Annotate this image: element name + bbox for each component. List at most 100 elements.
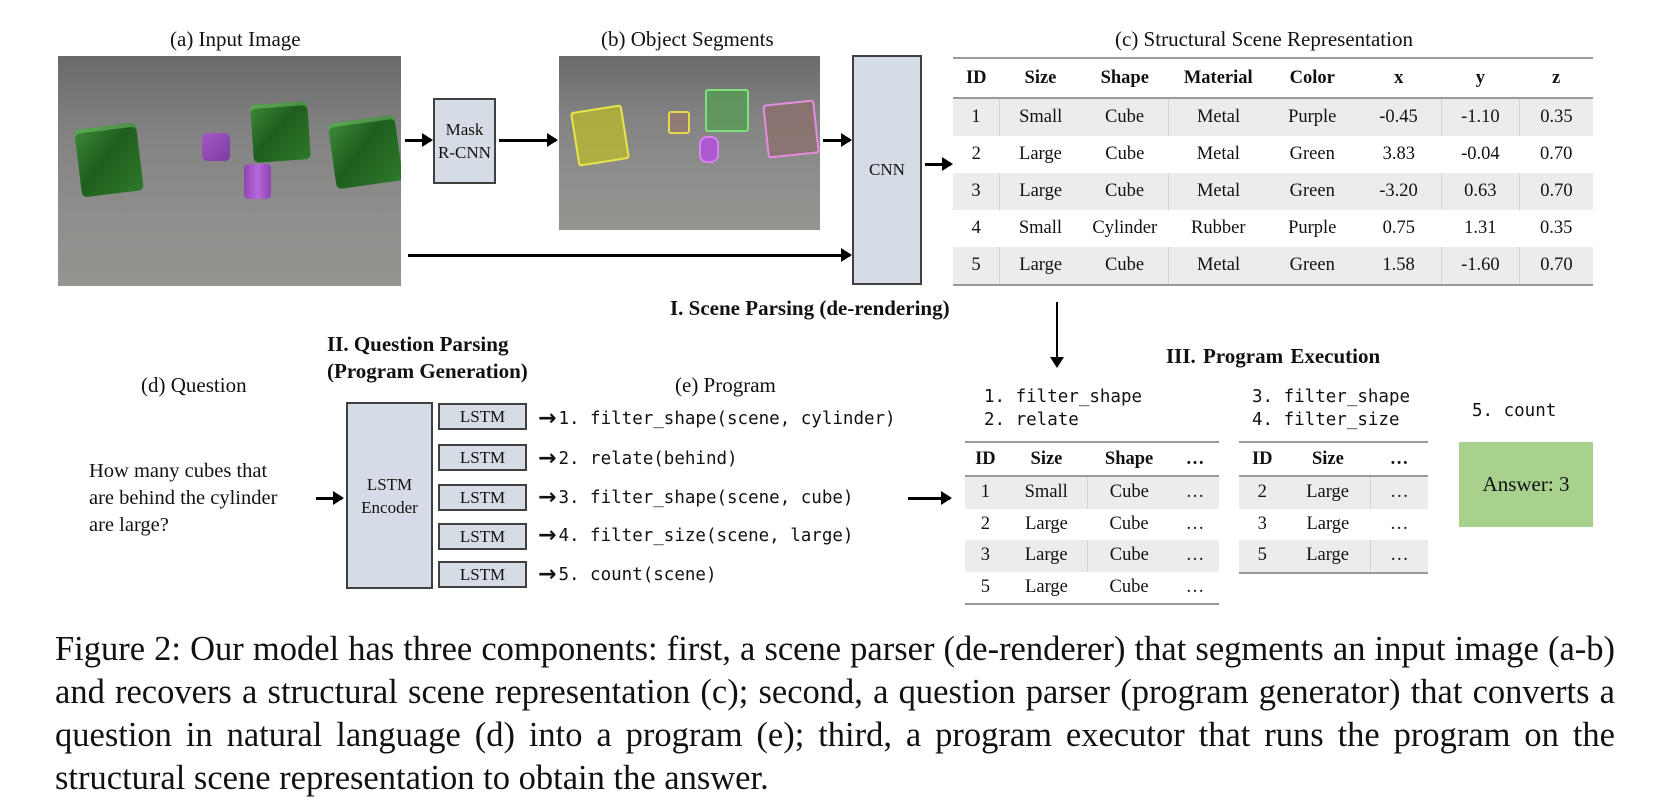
header-size: Size: [1024, 67, 1057, 88]
panel-label-scene-representation: (c) Structural Scene Representation: [1115, 27, 1413, 51]
program-step-5: →5. count(scene): [538, 562, 716, 587]
answer-box: Answer: 3: [1459, 442, 1593, 527]
header-id: ID: [975, 448, 996, 469]
table-cell: -1.60: [1440, 247, 1520, 285]
header-size: Size: [1311, 448, 1344, 469]
program-step-text: 4. filter_size(scene, large): [558, 525, 854, 546]
lstm-decoder-2: LSTM: [438, 444, 527, 471]
table-cell: Rubber: [1191, 218, 1246, 238]
panel-label-question: (d) Question: [141, 373, 247, 397]
table-cell: 0.75: [1382, 218, 1415, 238]
table-cell: Metal: [1167, 173, 1269, 210]
table-cell: 0.63: [1440, 173, 1520, 210]
execution-step-b: 3. filter_shape 4. filter_size: [1252, 386, 1410, 432]
program-step-2: →2. relate(behind): [538, 446, 738, 471]
figure-caption: Figure 2: Our model has three components…: [55, 630, 1615, 797]
table-cell: 3: [971, 181, 981, 201]
arrow-right-icon: →: [538, 523, 557, 548]
table-cell: Metal: [1167, 247, 1269, 285]
table-cell: -1.10: [1440, 98, 1520, 136]
program-step-3: →3. filter_shape(scene, cube): [538, 485, 853, 510]
cnn-module: CNN: [852, 55, 922, 285]
arrow-question-to-encoder: [316, 491, 344, 505]
lstm-decoder-label: LSTM: [459, 406, 506, 426]
table-cell: Large: [1025, 513, 1068, 534]
question-text: How many cubes that are behind the cylin…: [89, 458, 277, 539]
table-cell: …: [1389, 513, 1409, 534]
header-x: x: [1394, 67, 1404, 88]
program-step-text: 3. filter_shape(scene, cube): [558, 487, 854, 508]
segment-mask-purple: [699, 136, 719, 163]
mask-rcnn-module: Mask R-CNN: [433, 98, 496, 184]
table-cell: Large: [1024, 545, 1068, 566]
lstm-decoder-label: LSTM: [459, 564, 506, 584]
table-cell: Cube: [1086, 540, 1171, 572]
segment-mask-pink: [762, 99, 820, 159]
table-cell: Green: [1289, 144, 1335, 164]
table-cell: Large: [1306, 482, 1350, 503]
arrow-right-icon: →: [538, 446, 557, 471]
execution-step-a: 1. filter_shape 2. relate: [984, 386, 1142, 432]
lstm-decoder-label: LSTM: [459, 447, 506, 467]
table-cell: 5: [980, 576, 990, 597]
header-more: …: [1389, 448, 1409, 469]
table-cell: …: [1185, 513, 1205, 534]
header-size: Size: [1030, 448, 1063, 469]
question-line: How many cubes that: [89, 460, 268, 482]
program-step-text: 5. count(scene): [558, 564, 717, 585]
table-cell: Small: [999, 98, 1082, 136]
lstm-decoder-5: LSTM: [438, 561, 527, 588]
table-cell: Cube: [1104, 107, 1145, 127]
segment-mask-green: [705, 89, 749, 132]
table-cell: 0.35: [1518, 98, 1593, 136]
table-cell: 1.31: [1464, 218, 1497, 238]
stage-title-scene-parsing: I. Scene Parsing (de-rendering): [670, 296, 950, 320]
table-cell: Large: [999, 173, 1082, 210]
table-cell: 2: [980, 513, 990, 534]
header-z: z: [1552, 67, 1561, 88]
header-color: Color: [1289, 67, 1335, 88]
table-cell: Large: [1306, 545, 1350, 566]
table-cell: Cube: [1104, 255, 1145, 275]
panel-label-program: (e) Program: [675, 373, 776, 397]
header-material: Material: [1183, 67, 1253, 88]
table-cell: -0.04: [1461, 144, 1500, 164]
table-cell: Cube: [1105, 144, 1145, 164]
table-cell: 3: [1257, 513, 1267, 534]
table-cell: Purple: [1288, 107, 1337, 127]
table-cell: 4: [971, 218, 981, 238]
execution-step-line: 1. filter_shape: [984, 387, 1143, 407]
program-step-4: →4. filter_size(scene, large): [538, 523, 853, 548]
input-image: [58, 56, 401, 286]
green-cube-middle: [250, 101, 311, 163]
lstm-decoder-label: LSTM: [459, 487, 506, 507]
arrow-right-icon: →: [538, 485, 557, 510]
table-cell: 0.70: [1518, 173, 1593, 210]
arrow-program-to-execution: [908, 491, 952, 505]
table-cell: Metal: [1167, 98, 1269, 136]
table-cell: 1.58: [1382, 255, 1415, 275]
table-cell: …: [1369, 476, 1428, 509]
stage-title-program-execution: III. Program Execution: [1166, 344, 1381, 368]
execution-step-line: 3. filter_shape: [1252, 387, 1411, 407]
lstm-encoder-label-line2: Encoder: [361, 497, 418, 517]
table-cell: -3.20: [1379, 181, 1418, 201]
lstm-decoder-1: LSTM: [438, 403, 527, 430]
table-cell: Cylinder: [1092, 218, 1158, 238]
execution-table-b-header: ID Size …: [1239, 442, 1428, 476]
stage-title-program-generation: (Program Generation): [327, 359, 528, 383]
execution-step-c: 5. count: [1472, 401, 1557, 421]
arrow-to-mask-rcnn: [405, 133, 433, 147]
purple-small-cube: [202, 133, 230, 161]
arrow-cnn-to-table: [925, 157, 953, 171]
lstm-decoder-3: LSTM: [438, 484, 527, 511]
table-cell: Small: [1018, 218, 1063, 238]
